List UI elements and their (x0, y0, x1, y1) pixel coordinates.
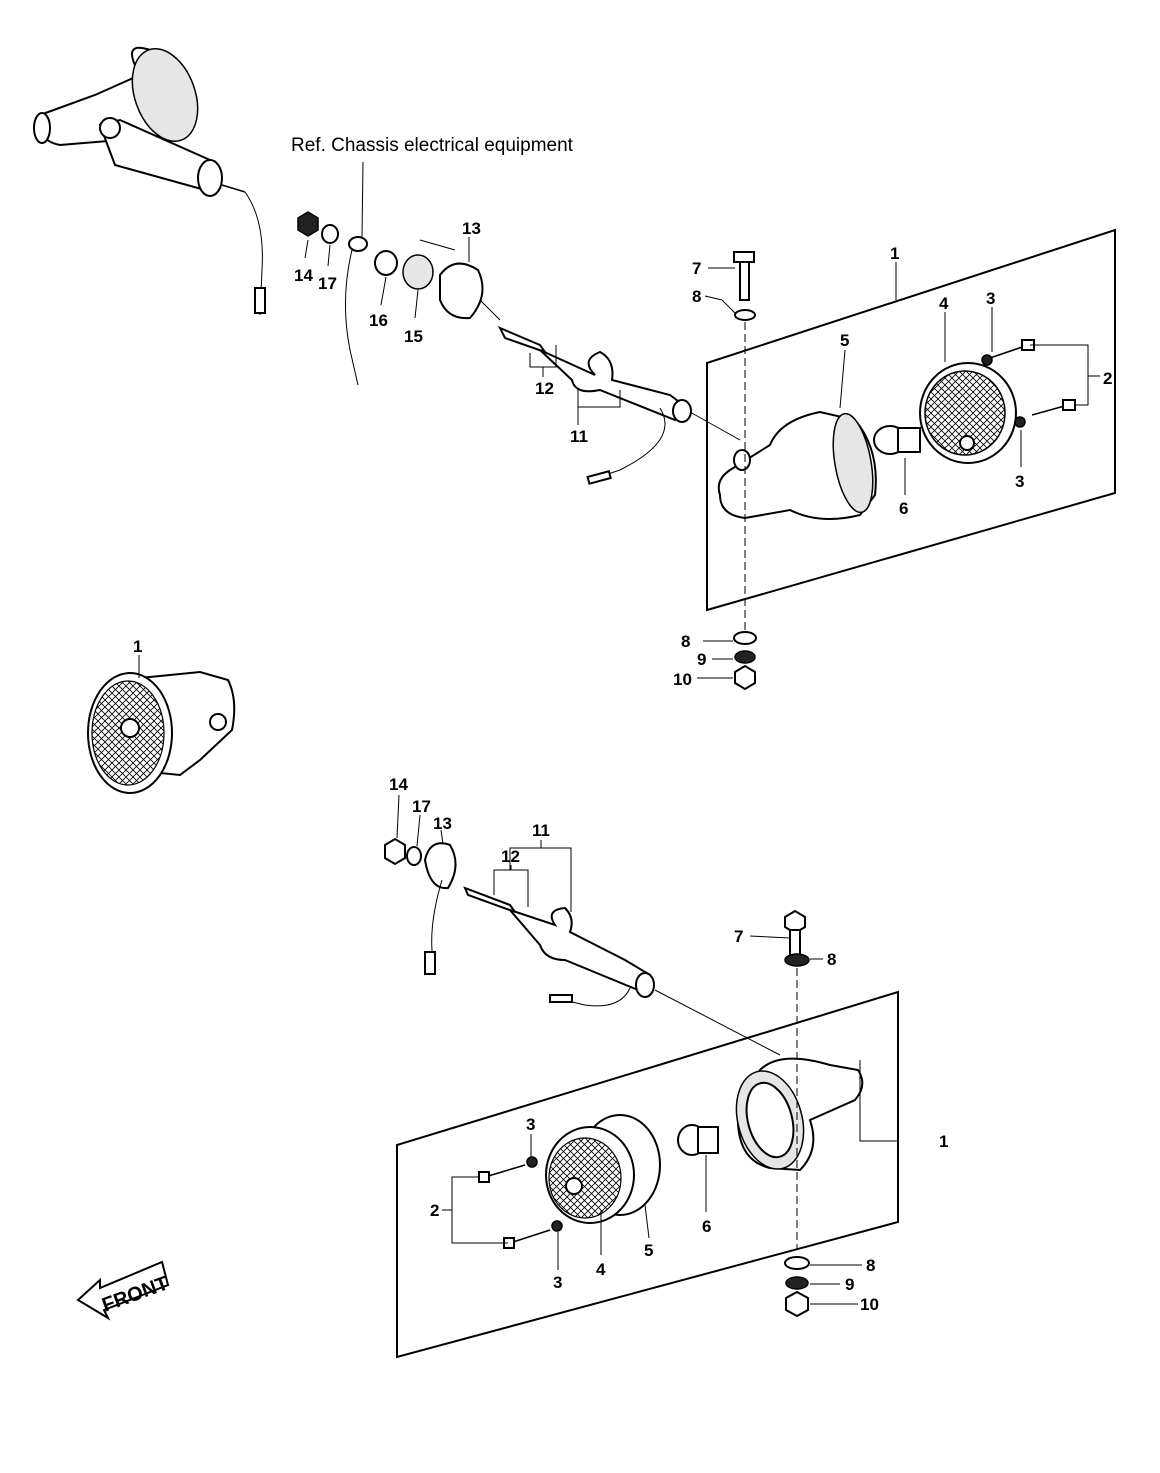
top-washer-17 (321, 224, 339, 244)
callout-top-16: 16 (369, 311, 388, 330)
callout-mid-1: 1 (133, 637, 142, 656)
callout-bot-3b: 3 (553, 1273, 562, 1292)
callout-top-1: 1 (890, 244, 899, 263)
reference-leader (361, 161, 364, 238)
callout-top-3a: 3 (986, 289, 995, 308)
callout-bot-9: 9 (845, 1275, 854, 1294)
top-bushing-16 (374, 250, 398, 276)
bottom-cover-13 (423, 842, 457, 890)
callout-top-6: 6 (899, 499, 908, 518)
bottom-bolt-hardware (784, 909, 810, 1318)
callout-bot-7: 7 (734, 927, 743, 946)
bottom-exploded-plate (396, 990, 899, 1359)
callout-top-8b: 8 (681, 632, 690, 651)
bottom-stem-assembly (463, 886, 655, 1007)
callout-bot-3a: 3 (526, 1115, 535, 1134)
bottom-bulb (677, 1124, 719, 1156)
front-arrow: FRONT (76, 1260, 171, 1321)
callout-top-5: 5 (840, 331, 849, 350)
callout-top-7: 7 (692, 259, 701, 278)
callout-top-17: 17 (318, 274, 337, 293)
callout-bot-6: 6 (702, 1217, 711, 1236)
callout-labels: 1 2 3 3 4 5 6 7 8 8 9 10 11 12 13 14 15 … (133, 219, 1112, 1314)
callout-top-9: 9 (697, 650, 706, 669)
top-washer-ref (348, 236, 368, 252)
bottom-screws (478, 1156, 563, 1249)
bottom-lens (545, 1114, 661, 1224)
leader-lines (138, 237, 1100, 1305)
callout-bot-8a: 8 (827, 950, 836, 969)
top-lens (919, 362, 1017, 464)
callout-top-2: 2 (1103, 369, 1112, 388)
top-grommet-15 (402, 254, 434, 290)
top-stem-assembly (497, 326, 692, 485)
callout-bot-4: 4 (596, 1260, 606, 1279)
top-screws (981, 339, 1076, 428)
reference-note: Ref. Chassis electrical equipment (291, 135, 574, 156)
bottom-hardware-group (384, 837, 457, 976)
callout-bot-5: 5 (644, 1241, 653, 1260)
callout-bot-1: 1 (939, 1132, 948, 1151)
callout-top-14: 14 (294, 266, 313, 285)
top-housing (717, 410, 877, 520)
callout-top-12: 12 (535, 379, 554, 398)
bottom-housing (735, 1057, 864, 1172)
top-bolt-hardware (733, 251, 757, 691)
callout-bot-8b: 8 (866, 1256, 875, 1275)
callout-bot-10: 10 (860, 1295, 879, 1314)
callout-bot-2: 2 (430, 1201, 439, 1220)
assembled-turn-signal-middle (87, 670, 236, 794)
callout-top-11: 11 (570, 427, 588, 446)
top-bulb (873, 425, 921, 455)
callout-top-10: 10 (673, 670, 692, 689)
callout-bot-11: 11 (532, 821, 550, 840)
top-nut-14 (297, 211, 319, 237)
top-exploded-plate (706, 228, 1116, 612)
callout-top-8a: 8 (692, 287, 701, 306)
callout-bot-13: 13 (433, 814, 452, 833)
assembled-turn-signal-top-left (33, 46, 266, 316)
top-cover-13 (439, 262, 484, 320)
callout-bot-14: 14 (389, 775, 408, 794)
callout-top-4: 4 (939, 294, 949, 313)
callout-bot-12: 12 (501, 847, 520, 866)
bottom-nut-14 (384, 837, 406, 866)
top-hardware-group (297, 211, 501, 386)
callout-bot-17: 17 (412, 797, 431, 816)
bottom-washer-17 (406, 846, 422, 866)
callout-top-13: 13 (462, 219, 481, 238)
callout-top-3b: 3 (1015, 472, 1024, 491)
callout-top-15: 15 (404, 327, 423, 346)
